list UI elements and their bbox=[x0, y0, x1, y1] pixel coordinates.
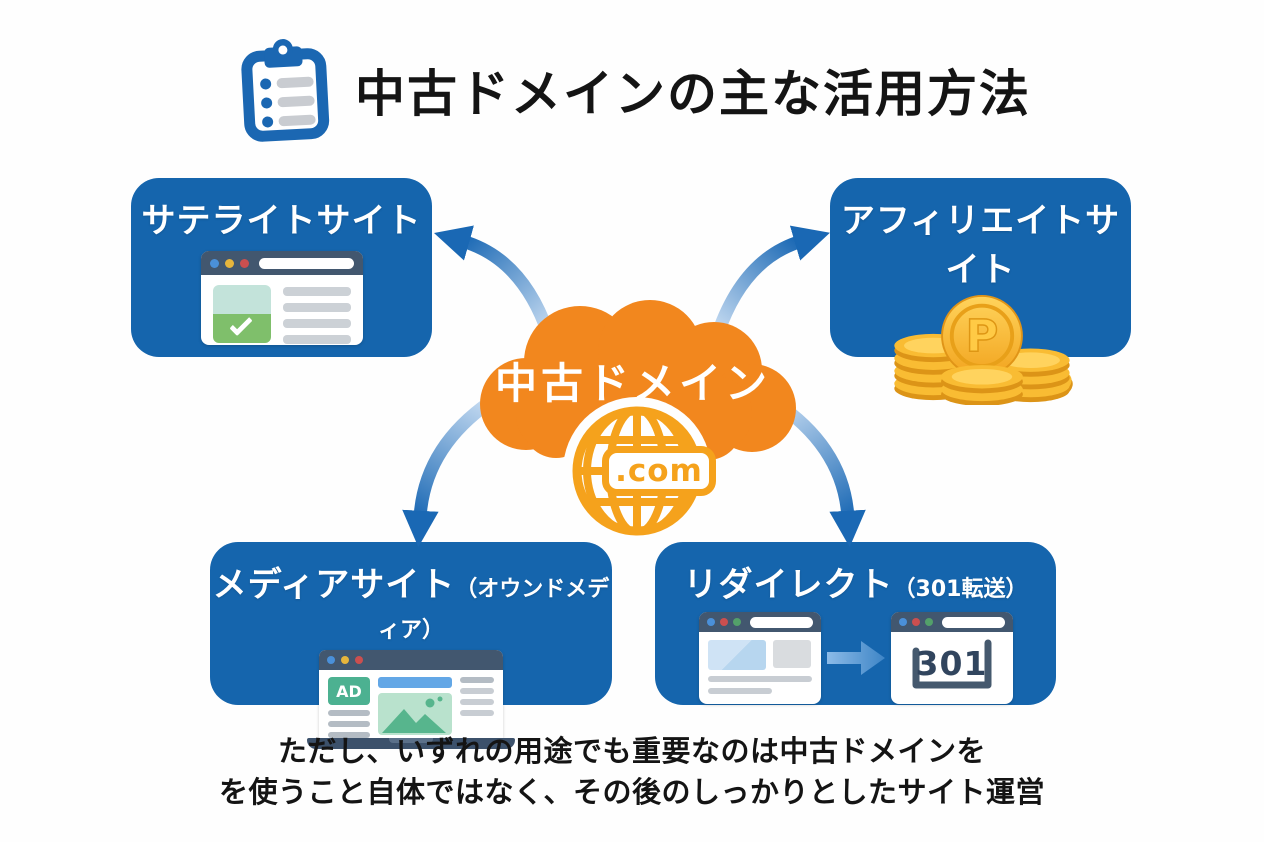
article-image-icon bbox=[378, 693, 452, 735]
window-dot-blue-icon bbox=[898, 618, 907, 626]
header: 中古ドメインの主な活用方法 bbox=[0, 38, 1264, 142]
media-site-sublabel: （オウンドメディア） bbox=[377, 577, 610, 643]
coin-stack-icon: P bbox=[893, 294, 1073, 406]
window-dot-blue-icon bbox=[327, 656, 335, 664]
clipboard-icon bbox=[241, 39, 330, 142]
redirect-card: リダイレクト（301転送） bbox=[655, 542, 1056, 705]
headline-placeholder bbox=[378, 677, 452, 688]
satellite-site-card: サテライトサイト bbox=[131, 178, 432, 357]
window-dot-green-icon bbox=[732, 618, 741, 626]
check-icon bbox=[228, 312, 253, 337]
redirect-code: 301 bbox=[915, 644, 988, 683]
window-dot-red-icon bbox=[239, 258, 249, 268]
image-thumbnail-icon bbox=[212, 285, 271, 343]
window-dot-red-icon bbox=[719, 618, 728, 626]
window-dot-blue-icon bbox=[706, 618, 715, 626]
bracket-frame-icon bbox=[912, 639, 991, 689]
footer-note-line1: ただし、いずれの用途でも重要なのは中古ドメインを bbox=[277, 734, 986, 768]
browser-titlebar bbox=[200, 251, 363, 275]
redirect-sublabel: （301転送） bbox=[893, 577, 1028, 602]
footer-note: ただし、いずれの用途でも重要なのは中古ドメインを を使うこと自体ではなく、その後… bbox=[0, 731, 1264, 813]
window-dot-red-icon bbox=[355, 656, 363, 664]
address-bar bbox=[258, 257, 354, 269]
dotcom-badge: .com bbox=[602, 446, 716, 496]
browser-titlebar bbox=[319, 650, 503, 670]
point-coin: P bbox=[940, 294, 1023, 377]
text-placeholder-lines bbox=[282, 285, 351, 344]
footer-note-line2: を使うこと自体ではなく、その後のしっかりとしたサイト運営 bbox=[218, 775, 1045, 810]
affiliate-site-card: アフィリエイトサイト bbox=[830, 178, 1131, 406]
affiliate-site-label: アフィリエイトサイト bbox=[840, 201, 1121, 290]
target-browser-icon: 301 bbox=[890, 612, 1013, 704]
source-browser-icon bbox=[698, 612, 821, 704]
coin-stack-front bbox=[940, 365, 1023, 406]
window-dot-red-icon bbox=[911, 618, 920, 626]
laptop-base bbox=[307, 738, 515, 749]
laptop-icon: AD bbox=[307, 650, 515, 749]
right-arrow-icon bbox=[826, 641, 885, 675]
media-site-card: メディアサイト（オウンドメディア） AD bbox=[210, 542, 612, 749]
redirect-illustration: 301 bbox=[655, 612, 1056, 704]
window-dot-yellow-icon bbox=[224, 258, 234, 268]
ad-badge: AD bbox=[328, 677, 370, 705]
page-title: 中古ドメインの主な活用方法 bbox=[355, 65, 1031, 123]
window-dot-blue-icon bbox=[209, 258, 219, 268]
window-dot-green-icon bbox=[924, 618, 933, 626]
svg-text:P: P bbox=[965, 309, 998, 362]
browser-window-icon bbox=[200, 251, 363, 345]
media-site-label: メディアサイト（オウンドメディア） bbox=[212, 565, 610, 643]
window-dot-yellow-icon bbox=[341, 656, 349, 664]
redirect-label: リダイレクト（301転送） bbox=[683, 565, 1028, 605]
satellite-site-label: サテライトサイト bbox=[141, 201, 422, 241]
